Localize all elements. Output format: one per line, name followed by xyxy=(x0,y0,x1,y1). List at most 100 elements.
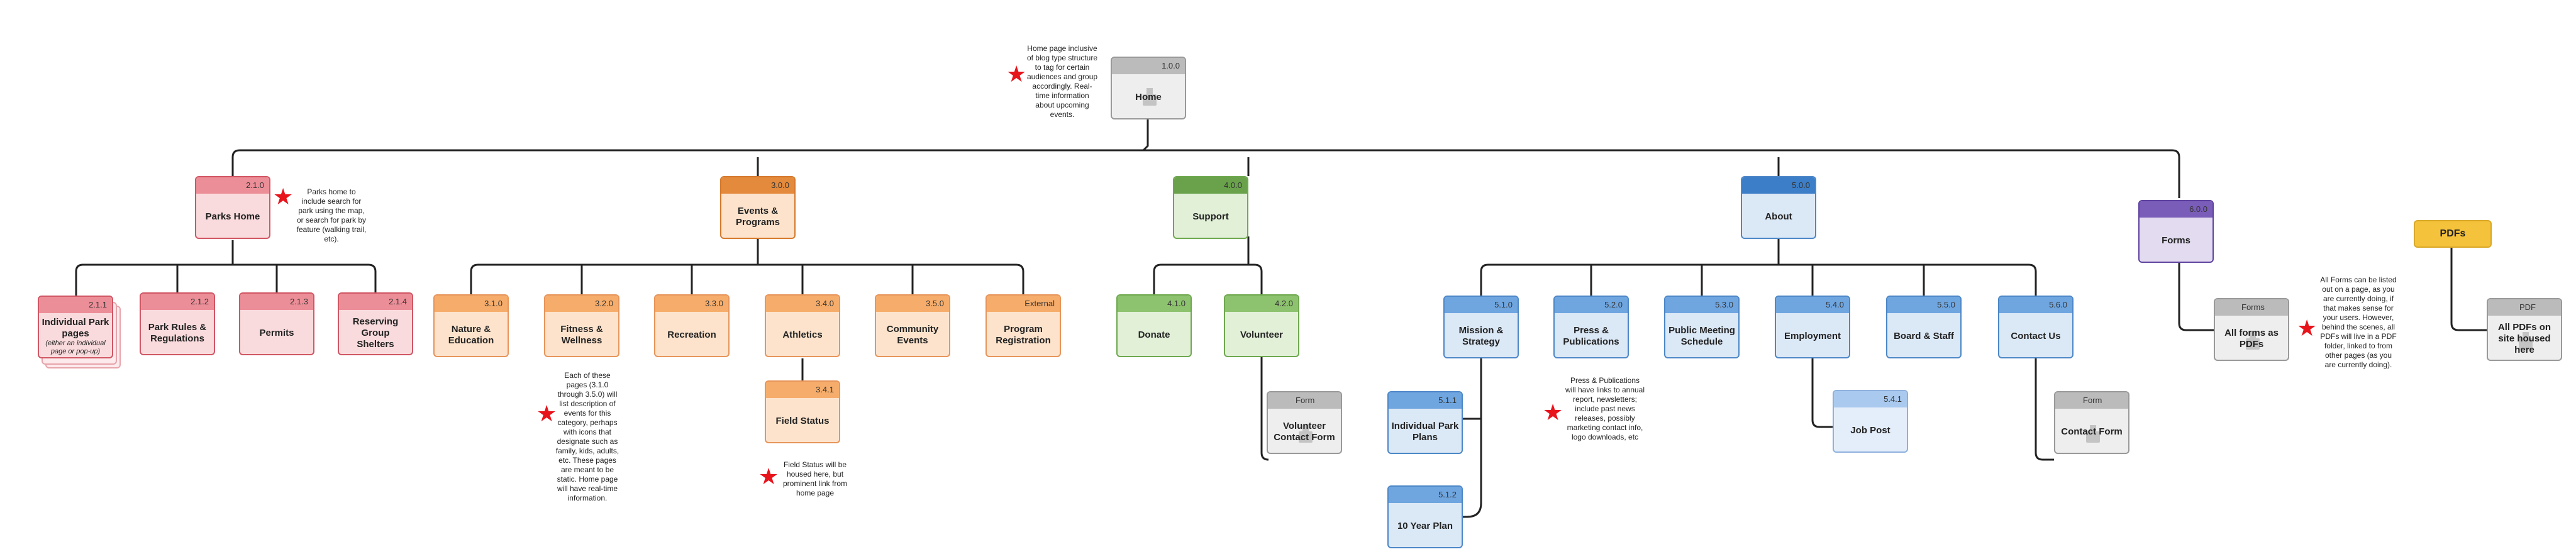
pdf-doc-icon xyxy=(2519,332,2533,350)
node-all-pdfs[interactable]: PDF All PDFs on site housed here xyxy=(2487,298,2562,361)
node-id: External xyxy=(987,296,1060,312)
node-id: 3.3.0 xyxy=(655,296,728,312)
note-field: Field Status will be housed here, but pr… xyxy=(782,460,848,497)
node-title: Mission & Strategy xyxy=(1458,325,1504,347)
node-id: 6.0.0 xyxy=(2140,201,2212,218)
node-title: Employment xyxy=(1784,331,1841,341)
node-title: Permits xyxy=(259,328,294,338)
node-id: 2.1.3 xyxy=(240,294,313,310)
node-id: 5.3.0 xyxy=(1665,297,1738,313)
pdfs-label: PDFs xyxy=(2440,228,2466,239)
node-id: 5.1.2 xyxy=(1389,487,1462,503)
form-doc-icon xyxy=(2246,332,2260,350)
home-doc-icon xyxy=(1143,88,1157,106)
node-support[interactable]: 4.0.0 Support xyxy=(1173,176,1248,239)
node-title: Donate xyxy=(1138,329,1170,340)
node-park-rules[interactable]: 2.1.2 Park Rules & Regulations xyxy=(140,292,215,355)
node-title: Individual Park pages xyxy=(42,316,109,339)
node-title: Public Meeting Schedule xyxy=(1668,325,1735,347)
node-ten-year-plan[interactable]: 5.1.2 10 Year Plan xyxy=(1387,485,1463,548)
node-events[interactable]: 3.0.0 Events & Programs xyxy=(720,176,796,239)
form-doc-icon xyxy=(1299,425,1313,443)
node-title: Athletics xyxy=(782,329,823,340)
node-title: Recreation xyxy=(667,329,716,340)
node-field-status[interactable]: 3.4.1 Field Status xyxy=(765,380,840,443)
node-id: 4.2.0 xyxy=(1225,296,1298,312)
node-title: Individual Park Plans xyxy=(1391,421,1459,443)
node-id: 3.1.0 xyxy=(435,296,508,312)
node-id: 5.1.0 xyxy=(1445,297,1518,313)
node-community[interactable]: 3.5.0 Community Events xyxy=(875,294,950,357)
node-title: Events & Programs xyxy=(735,206,780,228)
node-title: Reserving Group Shelters xyxy=(352,316,399,350)
node-title-wrap: Individual Park pages (either an individ… xyxy=(42,317,109,356)
node-id: 4.1.0 xyxy=(1118,296,1191,312)
node-forms[interactable]: 6.0.0 Forms xyxy=(2138,200,2214,263)
node-title: 10 Year Plan xyxy=(1397,521,1453,531)
node-individual-park[interactable]: 2.1.1 Individual Park pages (either an i… xyxy=(38,296,113,358)
node-all-forms[interactable]: Forms All forms as PDFs xyxy=(2214,298,2289,361)
node-job-post[interactable]: 5.4.1 Job Post xyxy=(1833,390,1908,453)
node-nature[interactable]: 3.1.0 Nature & Education xyxy=(433,294,509,357)
node-contact-us[interactable]: 5.6.0 Contact Us xyxy=(1998,296,2074,358)
node-title: Fitness & Wellness xyxy=(560,324,603,346)
node-title: All PDFs on site housed here xyxy=(2497,322,2551,355)
node-title: Forms xyxy=(2162,235,2190,246)
node-id: 5.4.0 xyxy=(1776,297,1849,313)
node-contact-form[interactable]: Form Contact Form xyxy=(2054,391,2129,454)
star-icon-field: ★ xyxy=(758,463,779,489)
node-id: 2.1.4 xyxy=(339,294,412,310)
node-meeting-schedule[interactable]: 5.3.0 Public Meeting Schedule xyxy=(1664,296,1740,358)
pdfs-badge[interactable]: PDFs xyxy=(2414,220,2492,248)
node-program-registration[interactable]: External Program Registration xyxy=(985,294,1061,357)
star-icon-events: ★ xyxy=(536,401,557,426)
node-title: Park Rules & Regulations xyxy=(148,322,207,344)
node-mission[interactable]: 5.1.0 Mission & Strategy xyxy=(1443,296,1519,358)
node-id: 2.1.1 xyxy=(39,297,112,313)
node-title: Home xyxy=(1135,92,1162,102)
node-id: 5.6.0 xyxy=(1999,297,2072,313)
node-id: 1.0.0 xyxy=(1112,58,1185,74)
node-permits[interactable]: 2.1.3 Permits xyxy=(239,292,314,355)
node-about[interactable]: 5.0.0 About xyxy=(1741,176,1816,239)
node-title: Contact Form xyxy=(2061,426,2123,437)
node-id: PDF xyxy=(2488,299,2561,316)
node-id: 3.2.0 xyxy=(545,296,618,312)
node-fitness[interactable]: 3.2.0 Fitness & Wellness xyxy=(544,294,619,357)
node-home[interactable]: 1.0.0 Home xyxy=(1111,57,1186,119)
node-individual-plans[interactable]: 5.1.1 Individual Park Plans xyxy=(1387,391,1463,454)
form-doc-icon xyxy=(2086,425,2100,443)
note-press: Press & Publications will have links to … xyxy=(1565,376,1645,441)
node-title: About xyxy=(1765,211,1792,222)
node-title: Press & Publications xyxy=(1563,325,1619,347)
note-home: Home page inclusive of blog type structu… xyxy=(1026,44,1098,119)
node-title: Community Events xyxy=(886,324,939,346)
node-title: Support xyxy=(1192,211,1229,222)
node-id: Form xyxy=(2055,392,2128,409)
node-employment[interactable]: 5.4.0 Employment xyxy=(1775,296,1850,358)
node-id: 5.2.0 xyxy=(1555,297,1628,313)
node-id: 2.1.0 xyxy=(196,177,269,194)
note-events: Each of these pages (3.1.0 through 3.5.0… xyxy=(555,371,619,502)
star-icon-home: ★ xyxy=(1006,61,1027,87)
node-volunteer-form[interactable]: Form Volunteer Contact Form xyxy=(1267,391,1342,454)
node-volunteer[interactable]: 4.2.0 Volunteer xyxy=(1224,294,1299,357)
node-donate[interactable]: 4.1.0 Donate xyxy=(1116,294,1192,357)
node-title: Field Status xyxy=(775,416,830,426)
node-id: 3.4.0 xyxy=(766,296,839,312)
node-id: Form xyxy=(1268,392,1341,409)
node-shelters[interactable]: 2.1.4 Reserving Group Shelters xyxy=(338,292,413,355)
node-recreation[interactable]: 3.3.0 Recreation xyxy=(654,294,730,357)
node-athletics[interactable]: 3.4.0 Athletics xyxy=(765,294,840,357)
node-title-inner: Individual Park pages (either an individ… xyxy=(42,317,109,356)
node-id: Forms xyxy=(2215,299,2288,316)
node-parks-home[interactable]: 2.1.0 Parks Home xyxy=(195,176,270,239)
node-title: Contact Us xyxy=(2011,331,2061,341)
note-forms: All Forms can be listed out on a page, a… xyxy=(2320,275,2397,369)
node-id: 3.5.0 xyxy=(876,296,949,312)
node-id: 2.1.2 xyxy=(141,294,214,310)
node-title: Nature & Education xyxy=(448,324,494,346)
node-press[interactable]: 5.2.0 Press & Publications xyxy=(1553,296,1629,358)
node-board-staff[interactable]: 5.5.0 Board & Staff xyxy=(1886,296,1962,358)
